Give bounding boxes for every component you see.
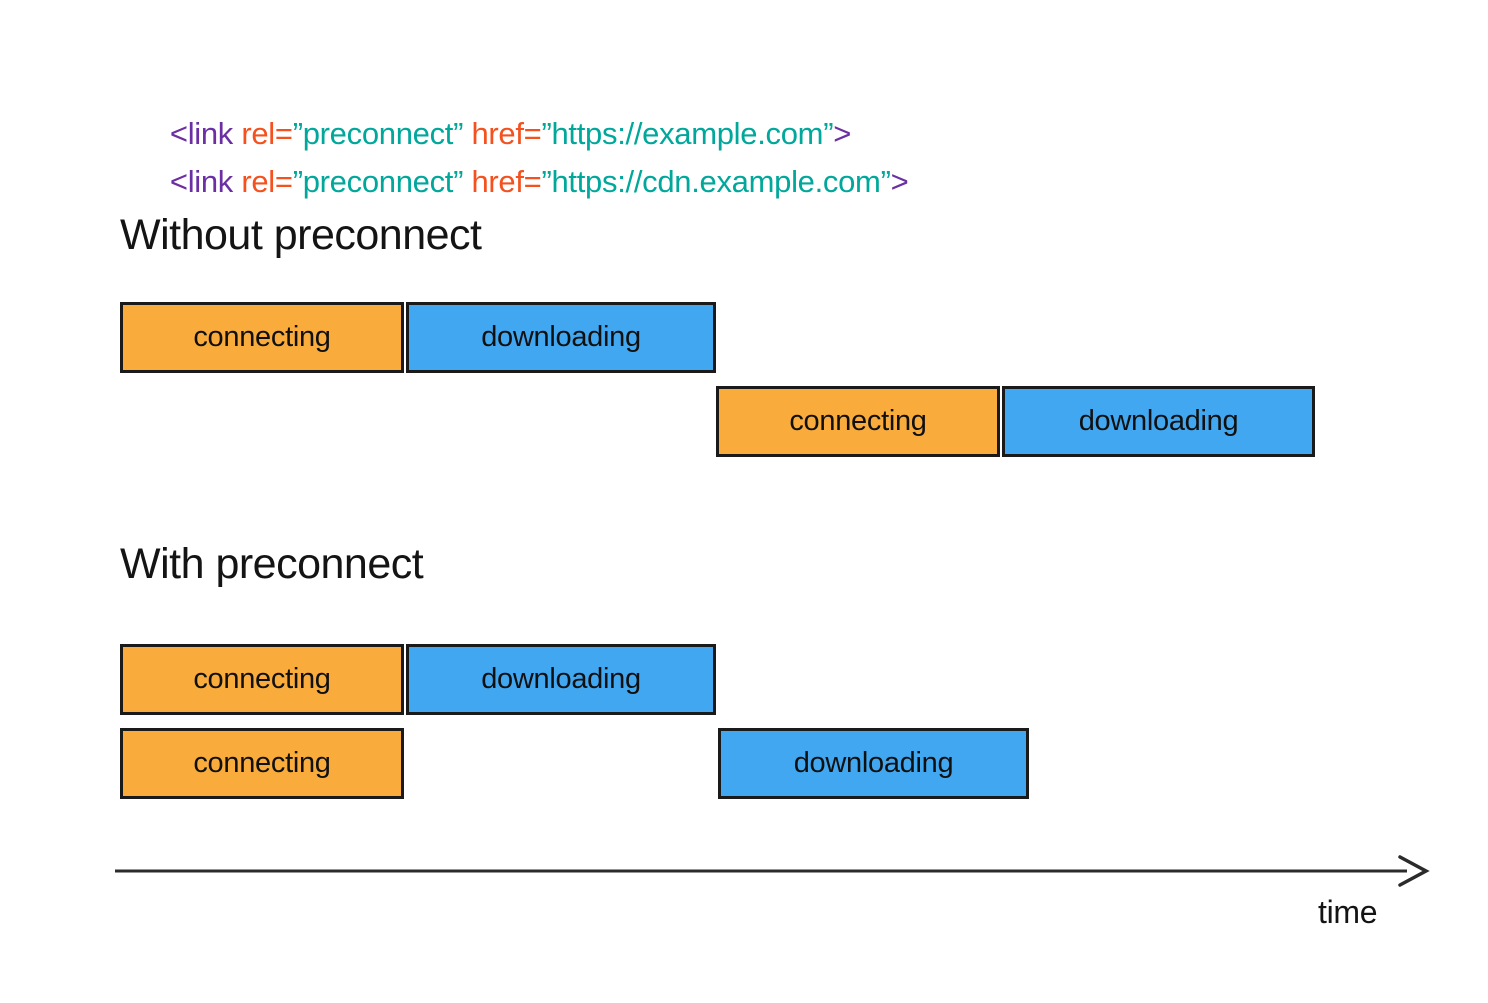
time-axis-label: time [1318,894,1378,930]
code-token: <link [169,164,234,199]
bar-label: downloading [1078,405,1239,437]
code-token: ”preconnect” [292,116,464,151]
downloading-bar: downloading [718,728,1029,799]
code-token: <link [169,116,234,151]
code-token: ”https://example.com” [541,116,834,151]
code-line-2: <link rel=”preconnect” href=”https://cdn… [120,110,909,199]
bar-label: downloading [793,747,954,779]
code-token: ”preconnect” [292,164,464,199]
code-token: ”https://cdn.example.com” [541,164,891,199]
code-token: > [833,116,852,151]
bar-label: connecting [789,405,927,437]
connecting-bar: connecting [120,302,404,373]
section-title-without-preconnect: Without preconnect [120,211,482,259]
timeline-row-without-2: connecting downloading [716,386,1315,457]
bar-label: connecting [193,747,331,779]
code-token: href= [463,116,542,151]
timeline-gap [406,728,716,799]
timeline-row-with-1: connecting downloading [120,644,716,715]
bar-label: downloading [481,663,641,695]
section-title-with-preconnect: With preconnect [120,540,424,588]
bar-label: connecting [193,321,331,353]
code-token: rel= [233,164,293,199]
connecting-bar: connecting [716,386,1000,457]
downloading-bar: downloading [406,644,716,715]
bar-label: downloading [481,321,641,353]
code-token: > [890,164,909,199]
time-axis-arrow [115,855,1430,887]
code-token: href= [463,164,542,199]
timeline-row-with-2: connecting downloading [120,728,1029,799]
timeline-row-without-1: connecting downloading [120,302,716,373]
downloading-bar: downloading [1002,386,1315,457]
bar-label: connecting [193,663,331,695]
code-line-1: <link rel=”preconnect” href=”https://exa… [120,62,908,151]
downloading-bar: downloading [406,302,716,373]
code-snippet: <link rel=”preconnect” href=”https://exa… [120,62,909,199]
code-token: rel= [233,116,293,151]
connecting-bar: connecting [120,728,404,799]
connecting-bar: connecting [120,644,404,715]
